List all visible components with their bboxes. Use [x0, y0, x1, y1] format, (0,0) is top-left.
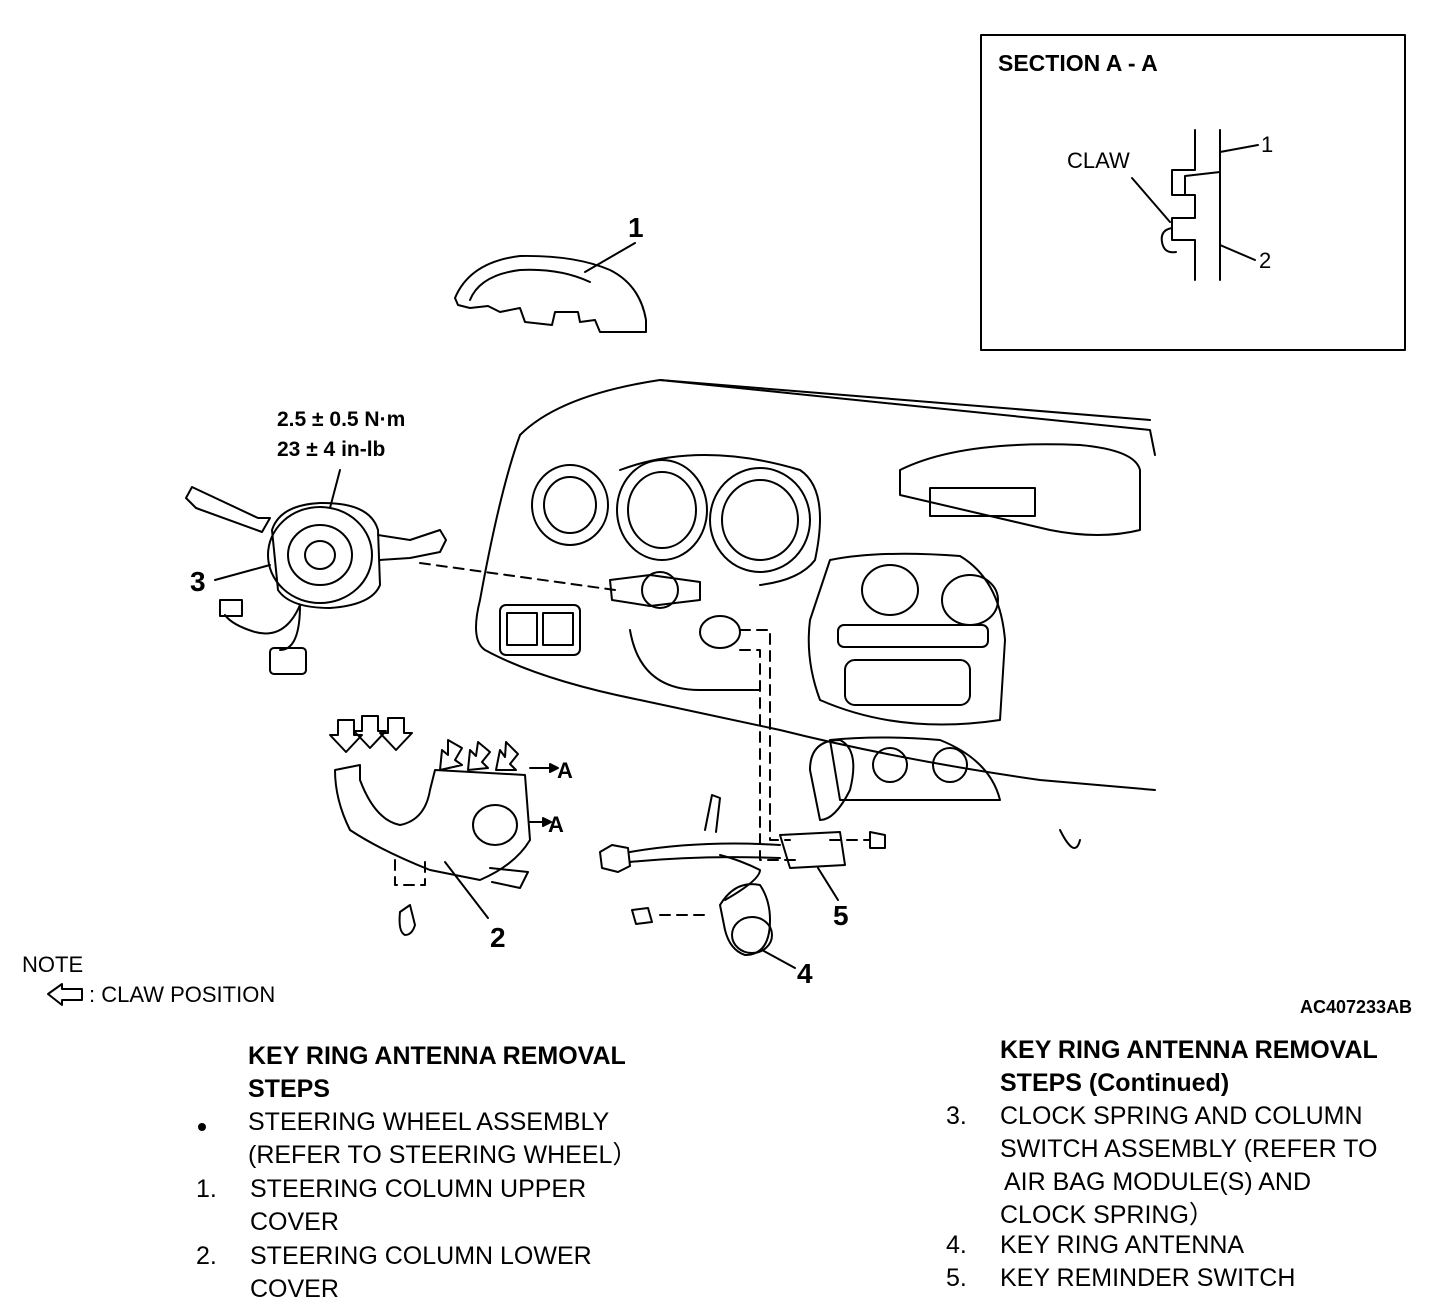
torque-imperial: 23 ± 4 in-lb	[277, 438, 386, 461]
step-clock-spring: CLOCK SPRING AND COLUMN SWITCH ASSEMBLY …	[1000, 1100, 1377, 1232]
section-marker-upper: A	[557, 758, 573, 783]
steps-right-heading-line1: KEY RING ANTENNA REMOVAL	[1000, 1036, 1378, 1064]
section-detail-drawing	[1131, 129, 1259, 281]
step-line: STEERING COLUMN UPPER	[250, 1175, 587, 1203]
steps-left-heading-line2: STEPS	[248, 1075, 330, 1103]
step-upper-cover: STEERING COLUMN UPPER COVER	[250, 1173, 586, 1239]
step-line: COVER	[250, 1208, 339, 1236]
callout-3: 3	[190, 566, 206, 597]
section-marker-lower: A	[548, 812, 564, 837]
step-key-ring-antenna: KEY RING ANTENNA	[1000, 1231, 1245, 1259]
step-line: COVER	[250, 1275, 339, 1303]
steps-right-heading: KEY RING ANTENNA REMOVAL STEPS (Continue…	[1000, 1034, 1378, 1100]
step-marker-4: 4.	[946, 1231, 967, 1259]
step-line: AIR BAG MODULE(S) AND	[1004, 1168, 1311, 1196]
key-reminder-switch-drawing	[599, 794, 886, 901]
torque-spec: 2.5 ± 0.5 N·m 23 ± 4 in-lb	[277, 405, 405, 465]
upper-cover-drawing	[454, 242, 647, 333]
note-title: NOTE	[22, 952, 84, 977]
bullet-icon	[198, 1123, 206, 1131]
step-line: STEERING WHEEL ASSEMBLY	[248, 1108, 610, 1136]
step-line: STEERING COLUMN LOWER	[250, 1242, 592, 1270]
lower-cover-drawing	[334, 764, 531, 936]
steps-right-heading-line2: STEPS (Continued)	[1000, 1069, 1230, 1097]
claw-legend-arrow-icon	[47, 983, 83, 1006]
callout-5: 5	[833, 900, 849, 931]
section-label-2: 2	[1259, 248, 1272, 273]
step-key-reminder-switch: KEY REMINDER SWITCH	[1000, 1264, 1296, 1292]
note-legend-text: : CLAW POSITION	[89, 982, 276, 1007]
steps-left-heading: KEY RING ANTENNA REMOVAL STEPS	[248, 1040, 626, 1106]
dashboard-drawing	[475, 379, 1156, 849]
steps-left-heading-line1: KEY RING ANTENNA REMOVAL	[248, 1042, 626, 1070]
section-inset-box	[980, 34, 1406, 351]
step-marker-2: 2.	[196, 1242, 217, 1270]
step-line: (REFER TO STEERING WHEEL）	[248, 1141, 638, 1169]
section-label-1: 1	[1261, 132, 1274, 157]
step-marker-1: 1.	[196, 1175, 217, 1203]
step-marker-3: 3.	[946, 1102, 967, 1130]
key-ring-antenna-drawing	[631, 854, 796, 969]
callout-1: 1	[628, 212, 644, 243]
section-title: SECTION A - A	[998, 50, 1158, 76]
claw-label: CLAW	[1067, 148, 1130, 173]
callout-2: 2	[490, 922, 506, 953]
step-steering-wheel: STEERING WHEEL ASSEMBLY (REFER TO STEERI…	[248, 1106, 637, 1172]
step-marker-5: 5.	[946, 1264, 967, 1292]
claw-position-arrows	[329, 715, 559, 827]
step-line: CLOCK SPRING）	[1000, 1201, 1214, 1229]
torque-metric: 2.5 ± 0.5 N·m	[277, 408, 406, 431]
column-switch-drawing	[185, 469, 447, 675]
step-line: SWITCH ASSEMBLY (REFER TO	[1000, 1135, 1378, 1163]
figure-code: AC407233AB	[1300, 997, 1413, 1017]
step-line: CLOCK SPRING AND COLUMN	[1000, 1102, 1363, 1130]
callout-4: 4	[797, 958, 813, 989]
step-lower-cover: STEERING COLUMN LOWER COVER	[250, 1240, 592, 1306]
dashed-guide-lines	[394, 562, 871, 916]
